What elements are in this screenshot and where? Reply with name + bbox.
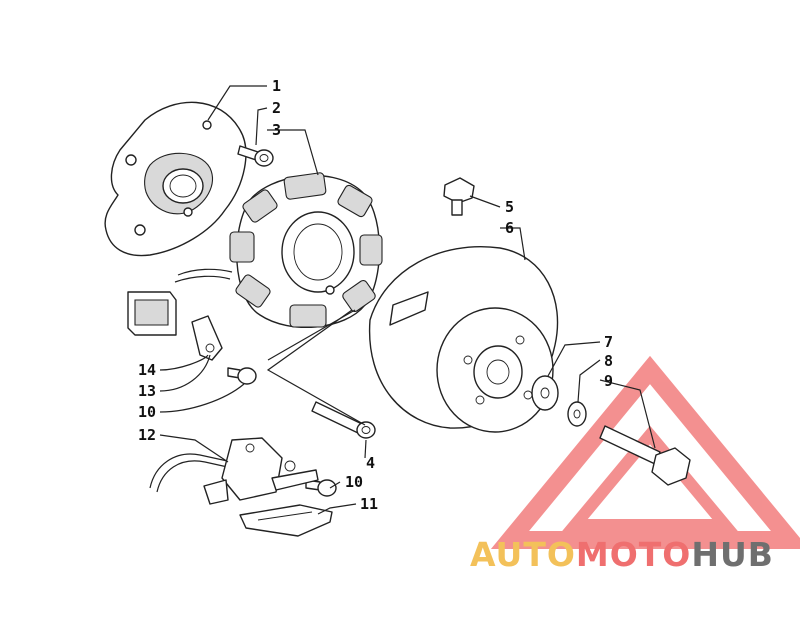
callout-14: 14 — [138, 361, 156, 379]
flywheel-bolt — [599, 425, 691, 486]
callout-4: 4 — [366, 454, 375, 472]
bracket-screw — [305, 479, 337, 497]
watermark-triangle — [490, 355, 800, 549]
leader-lines — [159, 85, 656, 515]
stator-bolt — [311, 401, 376, 439]
callout-11: 11 — [360, 495, 378, 513]
callout-13: 13 — [138, 382, 156, 400]
callout-12: 12 — [138, 426, 156, 444]
watermark-hub: HUB — [691, 535, 774, 574]
callout-6: 6 — [505, 219, 514, 237]
callout-8: 8 — [604, 352, 613, 370]
callout-labels: 1 2 3 4 5 6 7 8 9 10 10 11 12 13 14 — [138, 77, 613, 513]
lock-washer — [567, 401, 587, 427]
callout-3: 3 — [272, 121, 281, 139]
clamp-screw — [227, 367, 257, 385]
stator-screw — [237, 145, 274, 167]
callout-5: 5 — [505, 198, 514, 216]
callout-9: 9 — [604, 372, 613, 390]
stator-base-plate — [104, 101, 247, 257]
flywheel-rotor — [368, 246, 559, 433]
flywheel-washer — [531, 375, 559, 411]
watermark-moto: MOTO — [575, 535, 692, 574]
watermark-logo: AUTOMOTOHUB — [470, 535, 790, 575]
pickup-coil — [127, 291, 177, 336]
stator-coil — [174, 172, 383, 329]
callout-7: 7 — [604, 333, 613, 351]
bracket — [239, 469, 333, 537]
watermark-auto: AUTO — [470, 535, 576, 574]
callout-10-lower: 10 — [345, 473, 363, 491]
flywheel-bolt-top — [443, 177, 475, 216]
cable-clamp — [191, 315, 223, 361]
wire-harness — [149, 437, 296, 505]
callout-1: 1 — [272, 77, 281, 95]
callout-10-upper: 10 — [138, 403, 156, 421]
callout-2: 2 — [272, 99, 281, 117]
